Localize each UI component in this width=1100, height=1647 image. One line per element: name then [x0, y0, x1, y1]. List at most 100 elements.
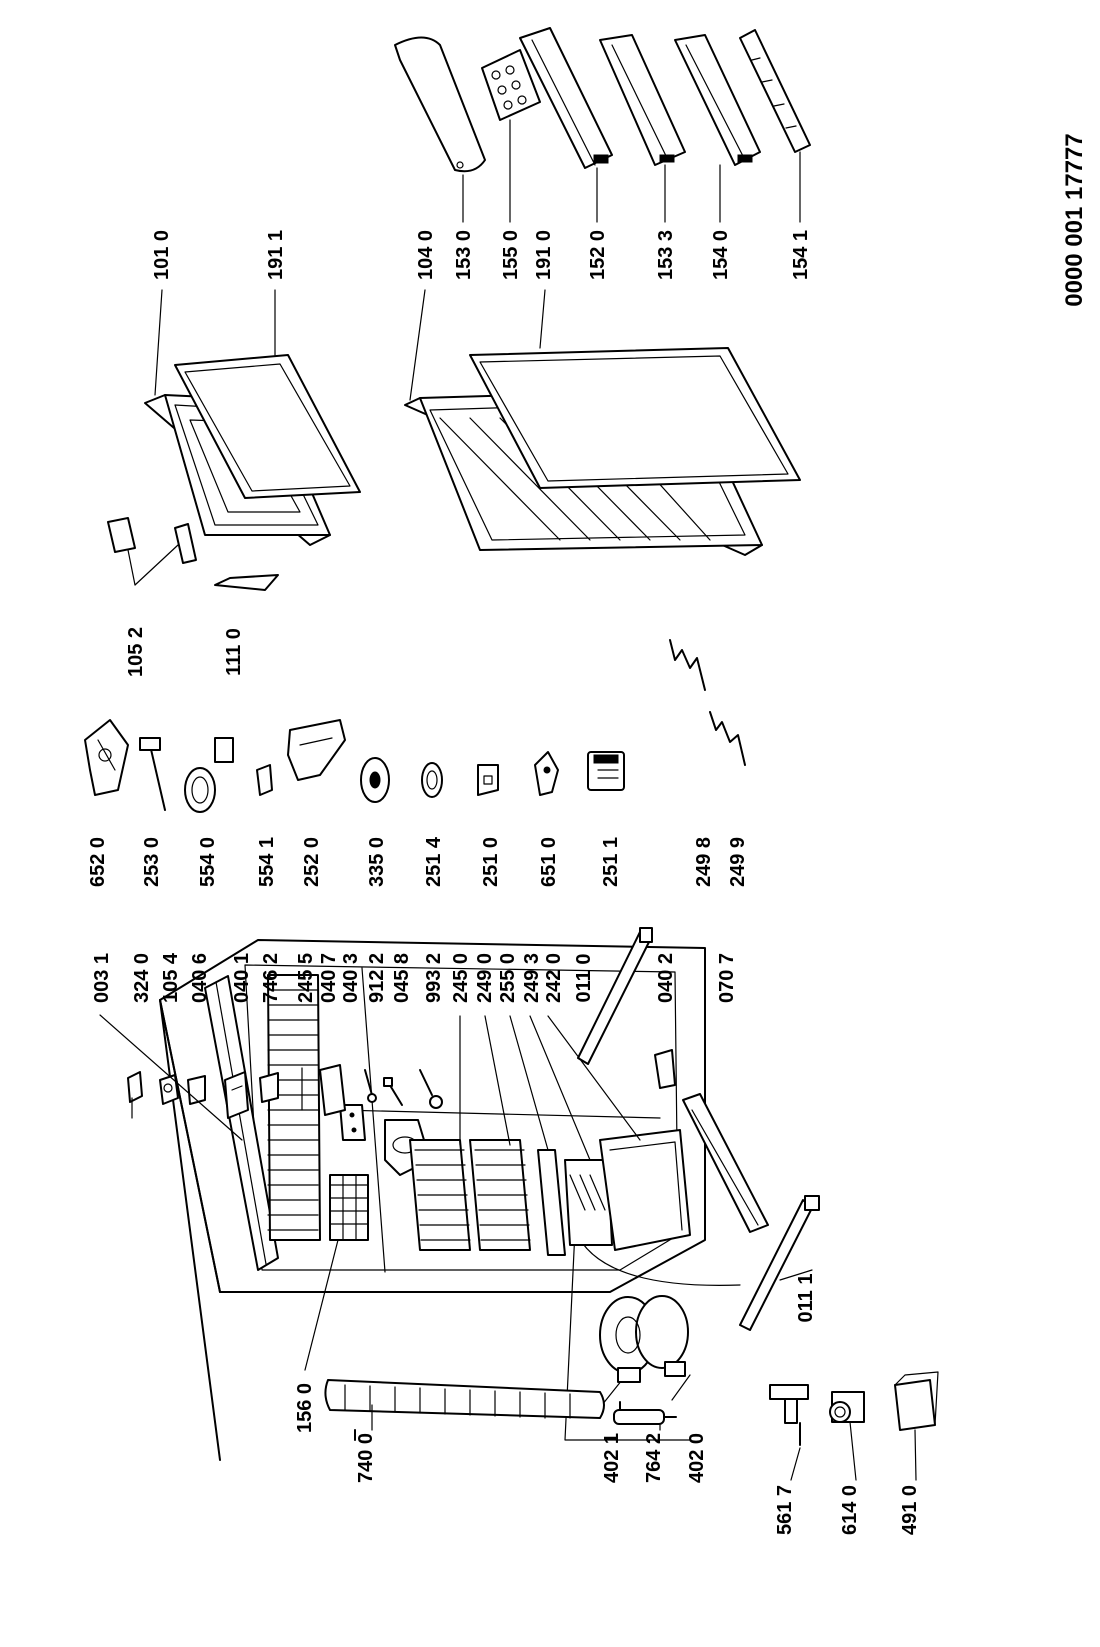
door-leader-lines: [154, 119, 801, 401]
label-249-9: 249 9: [727, 837, 749, 887]
part-746-2: [259, 1072, 279, 1103]
label-324-0: 324 0: [131, 953, 153, 1003]
part-651-0: [534, 751, 559, 796]
label-253-0: 253 0: [141, 837, 163, 887]
part-153-0-door-shelf: [394, 36, 486, 173]
part-040-7: [319, 1064, 346, 1116]
part-249-0-shelf: [469, 1139, 531, 1251]
part-070-7-base-grille: [682, 1093, 769, 1233]
part-652-0: [84, 719, 129, 796]
drawing-code: 0000 001 17777: [1061, 133, 1088, 307]
label-249-3: 249 3: [521, 953, 543, 1003]
label-252-0: 252 0: [301, 837, 323, 887]
part-003-1-top-cover: [204, 975, 279, 1271]
part-561-7-relay: [769, 1384, 809, 1446]
label-104-0: 104 0: [415, 230, 437, 280]
label-040-7: 040 7: [318, 953, 340, 1003]
label-764-2: 764 2: [643, 1433, 665, 1483]
part-324-0: [127, 1071, 143, 1103]
part-249-3-glass-shelf: [564, 1159, 613, 1246]
part-191-1-freezer-gasket: [174, 354, 361, 499]
label-554-1: 554 1: [256, 837, 278, 887]
label-245-5: 245 5: [295, 953, 317, 1003]
part-154-0-door-shelf: [674, 34, 761, 166]
part-554-0: [184, 737, 234, 813]
label-402-1: 402 1: [601, 1433, 623, 1483]
part-245-5-evaporator: [267, 974, 321, 1241]
part-614-0-starter: [829, 1391, 865, 1423]
part-764-2-filter: [613, 1401, 677, 1425]
label-245-0: 245 0: [450, 953, 472, 1003]
part-111-0-handle: [214, 574, 279, 591]
label-155-0: 155 0: [500, 230, 522, 280]
part-253-0: [139, 737, 166, 811]
part-912-2-screw: [364, 1069, 377, 1103]
part-554-1: [256, 764, 273, 796]
label-156-0: 156 0: [294, 1383, 316, 1433]
part-249-8: [669, 639, 706, 691]
label-912-2: 912 2: [366, 953, 388, 1003]
label-651-0: 651 0: [538, 837, 560, 887]
label-249-8: 249 8: [693, 837, 715, 887]
label-153-0: 153 0: [453, 230, 475, 280]
part-335-0: [360, 757, 390, 803]
part-251-0: [477, 764, 499, 796]
label-554-0: 554 0: [197, 837, 219, 887]
label-251-4: 251 4: [423, 836, 445, 887]
label-070-7: 070 7: [716, 953, 738, 1003]
label-154-0: 154 0: [710, 230, 732, 280]
part-252-0: [287, 719, 346, 781]
part-251-1: [587, 751, 625, 791]
label-101-0: 101 0: [151, 230, 173, 280]
label-040-6: 040 6: [189, 953, 211, 1003]
label-402-0: 402 0: [686, 1433, 708, 1483]
label-040-1: 040 1: [231, 953, 253, 1003]
label-153-3: 153 3: [655, 230, 677, 280]
label-251-0: 251 0: [480, 837, 502, 887]
label-491-0: 491 0: [899, 1485, 921, 1535]
cabinet-leader-lines: [99, 1014, 691, 1411]
label-740-0: 740 0: [355, 1433, 377, 1483]
label-003-1: 003 1: [91, 953, 113, 1003]
part-155-0-egg-tray: [481, 49, 541, 121]
part-993-2-lamp: [419, 1069, 443, 1109]
label-191-1: 191 1: [265, 230, 287, 280]
part-011-0-hinge-bar: [577, 927, 653, 1065]
label-154-1: 154 1: [790, 230, 812, 280]
label-614-0: 614 0: [839, 1485, 861, 1535]
part-040-2-bracket: [654, 1049, 676, 1089]
label-040-3: 040 3: [340, 953, 362, 1003]
label-242-0: 242 0: [543, 953, 565, 1003]
label-249-0: 249 0: [474, 953, 496, 1003]
part-156-0-grid: [329, 1174, 369, 1241]
part-740-0-condenser: [324, 1379, 605, 1441]
label-105-2: 105 2: [125, 627, 147, 677]
part-040-3-thermostat-housing: [339, 1104, 366, 1141]
part-152-0-door-shelf: [519, 27, 613, 169]
bottom-leader-lines: [371, 1269, 917, 1481]
part-402-1-compressor: [599, 1295, 689, 1383]
label-255-0: 255 0: [497, 953, 519, 1003]
label-335-0: 335 0: [366, 837, 388, 887]
label-251-1: 251 1: [600, 837, 622, 887]
label-040-2: 040 2: [655, 953, 677, 1003]
part-242-0-crisper-drawer: [599, 1129, 691, 1251]
label-652-0: 652 0: [87, 837, 109, 887]
part-153-3-door-shelf: [599, 34, 686, 166]
part-011-1-hinge-bar: [739, 1195, 820, 1331]
label-561-7: 561 7: [774, 1485, 796, 1535]
part-251-4: [421, 762, 443, 798]
part-491-0-cover: [894, 1371, 939, 1431]
part-245-0-shelf: [409, 1139, 471, 1251]
part-154-1-door-shelf: [739, 29, 811, 153]
part-255-0-glass-shelf: [537, 1149, 566, 1256]
label-191-0: 191 0: [533, 230, 555, 280]
label-105-4: 105 4: [160, 952, 182, 1003]
label-746-2: 746 2: [260, 953, 282, 1003]
part-045-8-pin: [383, 1077, 403, 1106]
part-105-2-hinge: [107, 517, 197, 586]
label-011-1: 011 1: [795, 1274, 817, 1323]
part-249-9: [709, 711, 746, 766]
part-040-1: [224, 1071, 249, 1119]
